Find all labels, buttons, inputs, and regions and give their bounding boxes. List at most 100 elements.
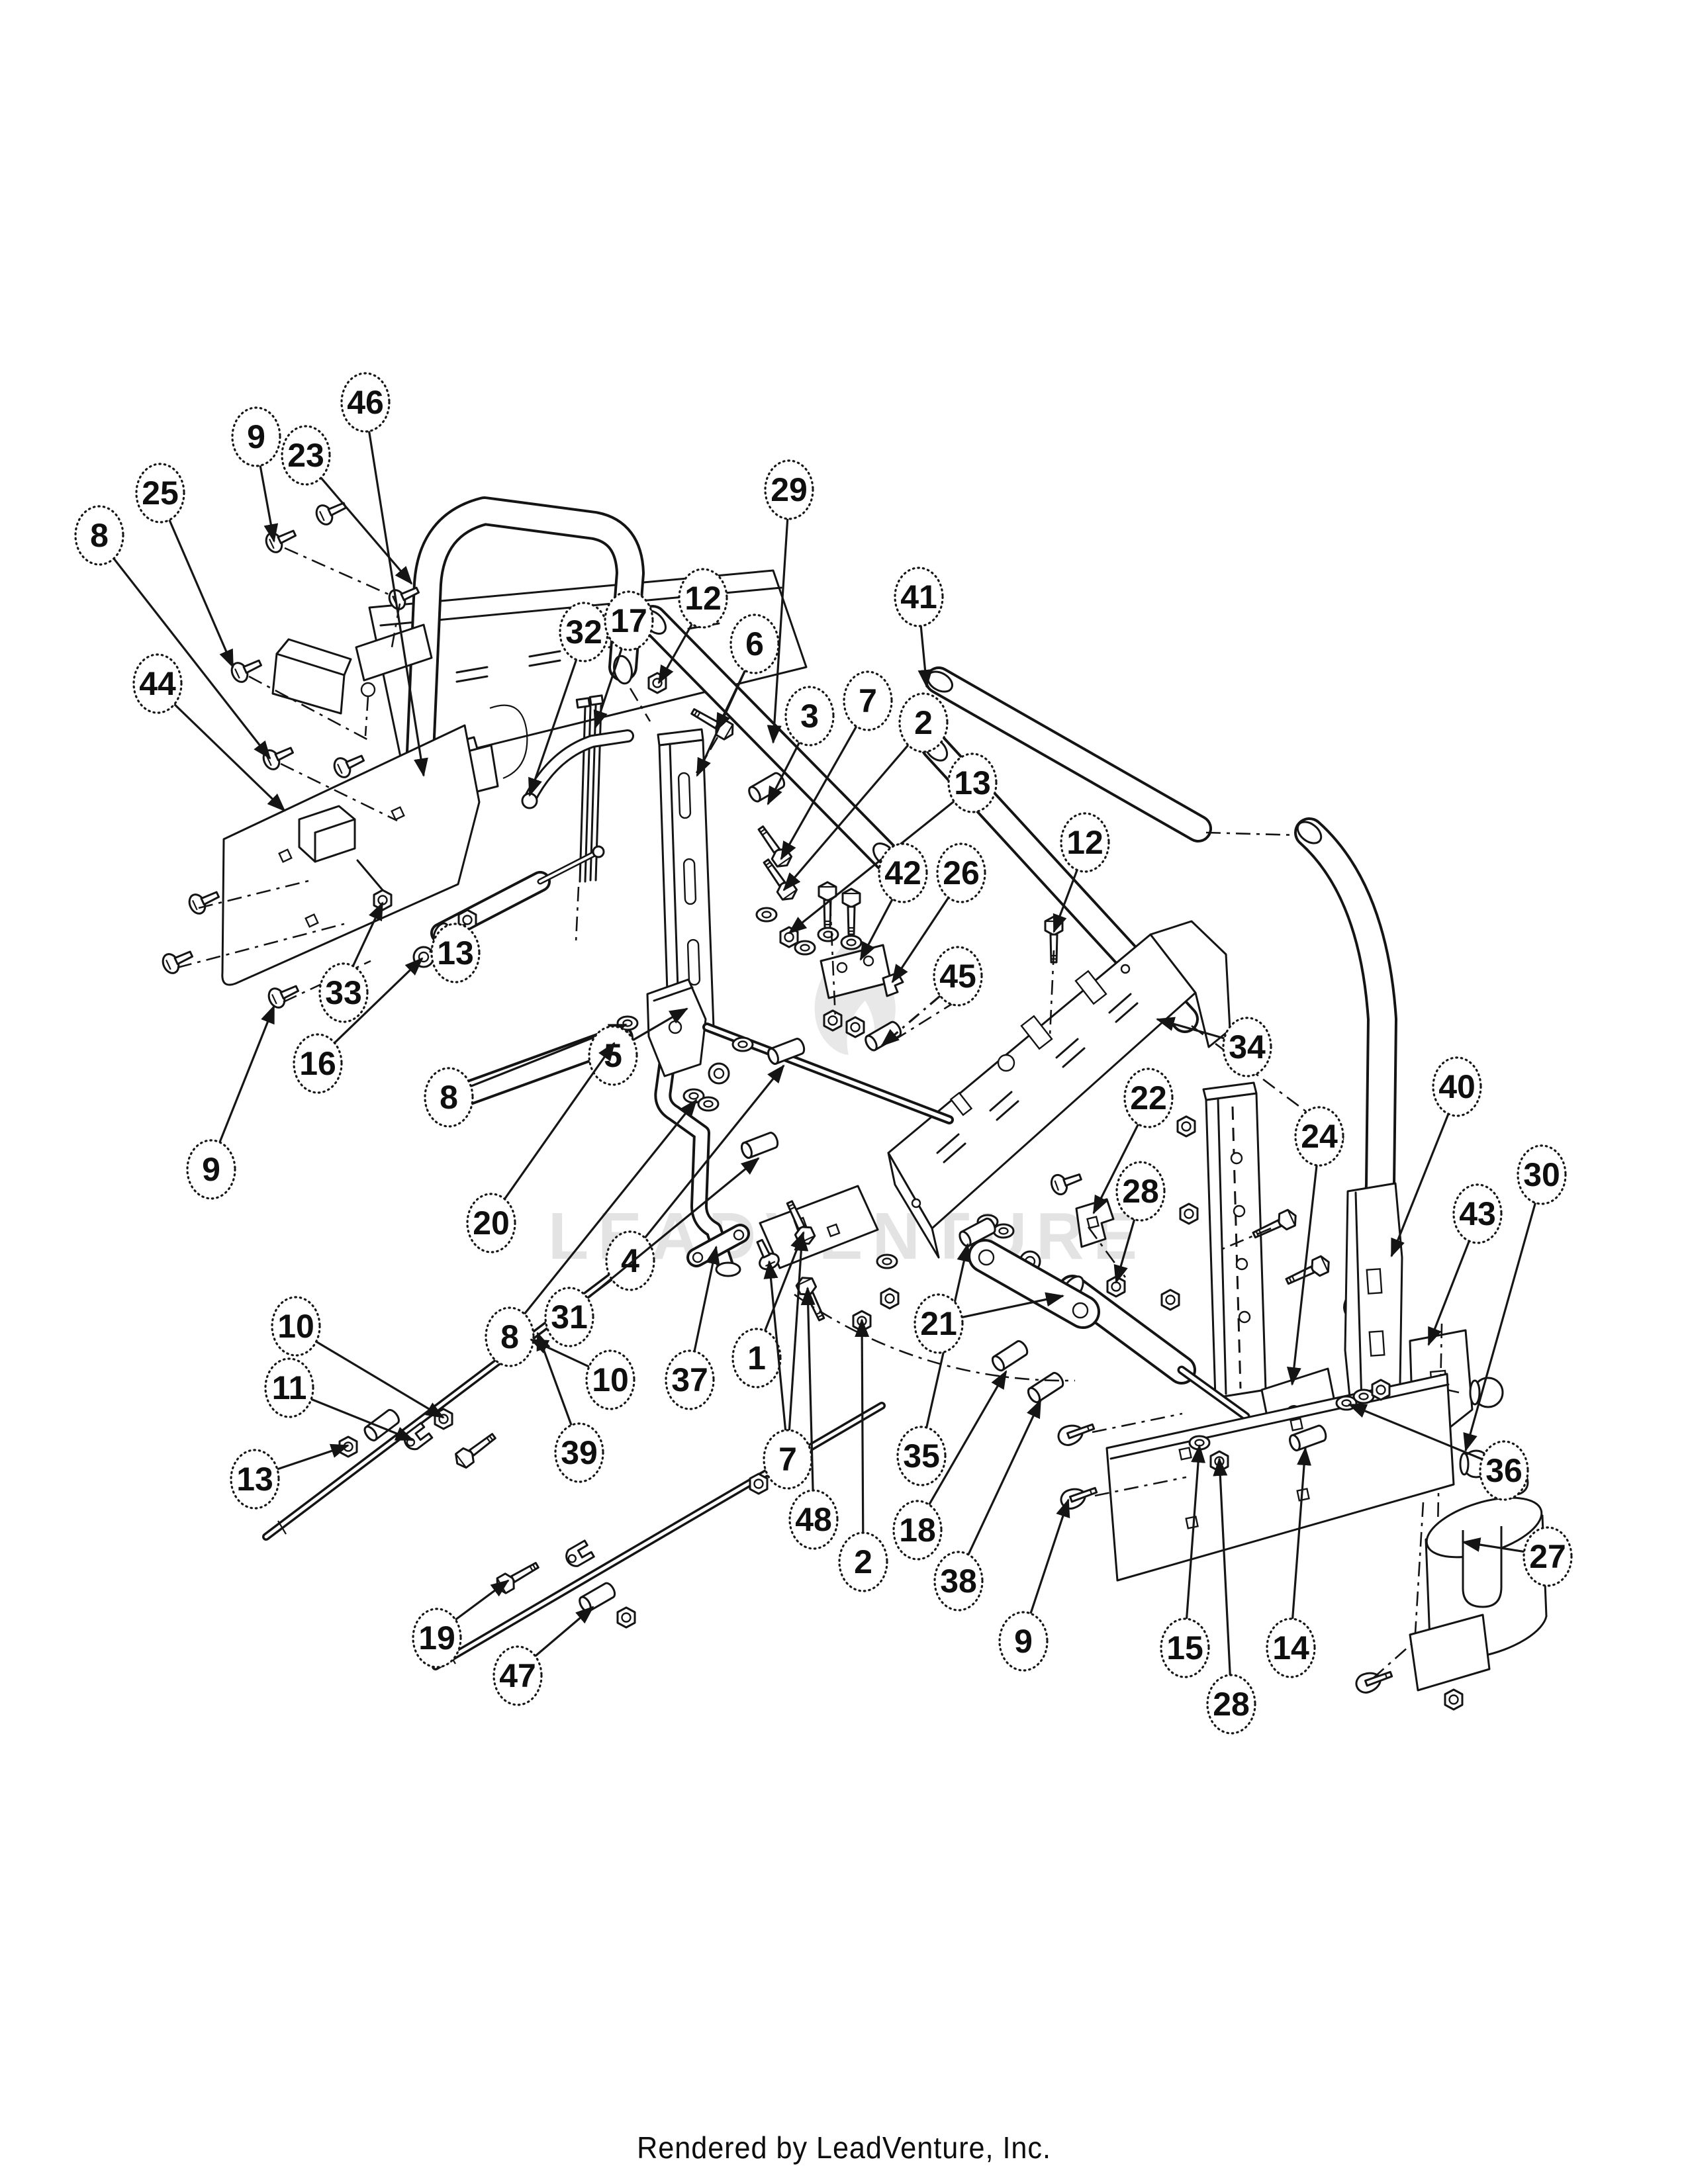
callout-number-21: 21 bbox=[920, 1305, 957, 1342]
footer-credit: Rendered by LeadVenture, Inc. bbox=[637, 2130, 1051, 2165]
clevis-pin-3 bbox=[745, 770, 788, 805]
pivot-casting-5 bbox=[646, 978, 707, 1077]
leader-line-43 bbox=[1427, 1240, 1470, 1346]
callout-number-40: 40 bbox=[1438, 1068, 1476, 1105]
leader-line-2 bbox=[782, 744, 910, 891]
leader-line-44 bbox=[173, 703, 286, 812]
callout-number-27: 27 bbox=[1529, 1538, 1566, 1575]
callout-34: 34 bbox=[1156, 1017, 1272, 1077]
callout-number-9: 9 bbox=[1014, 1623, 1033, 1660]
callout-bubble-21 bbox=[914, 1293, 964, 1354]
callout-28: 28 bbox=[1113, 1161, 1166, 1284]
callout-bubble-9 bbox=[998, 1611, 1049, 1672]
callout-bubble-45 bbox=[933, 946, 983, 1007]
callout-bubble-37 bbox=[665, 1349, 715, 1410]
callout-number-31: 31 bbox=[551, 1298, 588, 1336]
carriage-bolts-17 bbox=[575, 694, 604, 943]
callout-1: 1 bbox=[731, 1231, 805, 1388]
callout-bubble-6 bbox=[729, 614, 780, 674]
callout-number-43: 43 bbox=[1459, 1195, 1496, 1232]
callout-3: 3 bbox=[767, 686, 835, 805]
callout-10: 10 bbox=[271, 1296, 445, 1419]
leader-line-48 bbox=[800, 1287, 816, 1491]
callout-13: 13 bbox=[788, 752, 998, 934]
leader-line-41 bbox=[917, 625, 933, 688]
callout-bubble-19 bbox=[412, 1608, 462, 1668]
callout-2: 2 bbox=[782, 692, 949, 891]
leader-line-8 bbox=[524, 1099, 698, 1315]
leader-line-7 bbox=[763, 1260, 787, 1431]
console-panel-34 bbox=[887, 920, 1231, 1259]
callout-number-19: 19 bbox=[418, 1619, 455, 1657]
leader-line-23 bbox=[320, 477, 413, 585]
leader-line-28 bbox=[1213, 1457, 1231, 1676]
leader-line-45 bbox=[880, 995, 941, 1047]
callout-number-12: 12 bbox=[1066, 824, 1103, 861]
cup-holder bbox=[1409, 1496, 1548, 1711]
callout-40: 40 bbox=[1390, 1056, 1482, 1257]
callout-33: 33 bbox=[318, 901, 384, 1023]
callout-17: 17 bbox=[593, 590, 654, 729]
leader-line-27 bbox=[1462, 1537, 1524, 1553]
leader-line-9 bbox=[218, 1005, 275, 1143]
pivot-lever-21 bbox=[957, 1214, 1100, 1329]
callout-9: 9 bbox=[186, 1005, 275, 1200]
callout-number-8: 8 bbox=[440, 1079, 458, 1116]
leader-line-2 bbox=[855, 1318, 870, 1533]
callout-number-47: 47 bbox=[499, 1657, 536, 1694]
callout-29: 29 bbox=[764, 459, 814, 744]
leader-line-8 bbox=[113, 557, 271, 760]
callout-bubble-9 bbox=[186, 1139, 236, 1200]
callout-number-13: 13 bbox=[954, 764, 991, 801]
callout-13: 13 bbox=[230, 1443, 350, 1510]
callout-bubble-34 bbox=[1222, 1017, 1272, 1077]
callout-number-7: 7 bbox=[859, 682, 877, 719]
callout-number-38: 38 bbox=[940, 1563, 977, 1600]
nut-13 bbox=[779, 926, 799, 948]
callout-bubble-23 bbox=[281, 425, 331, 486]
callout-number-23: 23 bbox=[287, 437, 324, 474]
callout-number-15: 15 bbox=[1166, 1629, 1203, 1666]
callout-bubble-36 bbox=[1479, 1440, 1529, 1501]
callout-number-34: 34 bbox=[1229, 1028, 1266, 1066]
callout-number-8: 8 bbox=[500, 1318, 519, 1355]
callout-bubble-42 bbox=[878, 842, 928, 903]
callout-bubble-18 bbox=[892, 1500, 943, 1561]
callout-bubble-13 bbox=[947, 752, 998, 813]
leader-line-5 bbox=[632, 1007, 688, 1041]
callout-bubble-13 bbox=[230, 1449, 280, 1510]
leader-line-9 bbox=[259, 465, 279, 543]
callout-45: 45 bbox=[880, 946, 983, 1047]
callout-8: 8 bbox=[424, 1023, 628, 1128]
callout-11: 11 bbox=[264, 1357, 414, 1441]
callout-16: 16 bbox=[293, 957, 424, 1094]
callout-4: 4 bbox=[605, 1064, 785, 1291]
leader-line-21 bbox=[961, 1292, 1064, 1318]
callout-bubble-29 bbox=[764, 459, 814, 520]
side-panel-44 bbox=[221, 724, 481, 986]
leader-line-47 bbox=[534, 1606, 594, 1657]
leader-line-13 bbox=[277, 1443, 350, 1471]
callout-number-4: 4 bbox=[621, 1242, 639, 1279]
callout-bubble-2 bbox=[838, 1531, 888, 1592]
leader-line-26 bbox=[891, 897, 950, 983]
callout-18: 18 bbox=[892, 1370, 1008, 1561]
callout-bubble-14 bbox=[1266, 1617, 1316, 1678]
callout-13: 13 bbox=[430, 923, 481, 983]
callout-7: 7 bbox=[763, 1232, 813, 1490]
callout-46: 46 bbox=[340, 372, 428, 777]
callout-7: 7 bbox=[780, 670, 893, 860]
callout-number-42: 42 bbox=[884, 854, 921, 891]
callout-number-39: 39 bbox=[561, 1434, 598, 1471]
callout-number-18: 18 bbox=[899, 1512, 936, 1549]
callout-30: 30 bbox=[1463, 1144, 1567, 1452]
leader-line-25 bbox=[168, 519, 234, 668]
callout-bubble-12 bbox=[678, 568, 728, 629]
callout-43: 43 bbox=[1427, 1183, 1503, 1346]
callout-number-28: 28 bbox=[1213, 1686, 1250, 1723]
callout-bubble-16 bbox=[293, 1033, 343, 1094]
callout-19: 19 bbox=[412, 1579, 510, 1668]
bolt-12-right bbox=[1044, 915, 1064, 1037]
callout-15: 15 bbox=[1160, 1444, 1210, 1678]
callout-bubble-25 bbox=[135, 463, 185, 523]
